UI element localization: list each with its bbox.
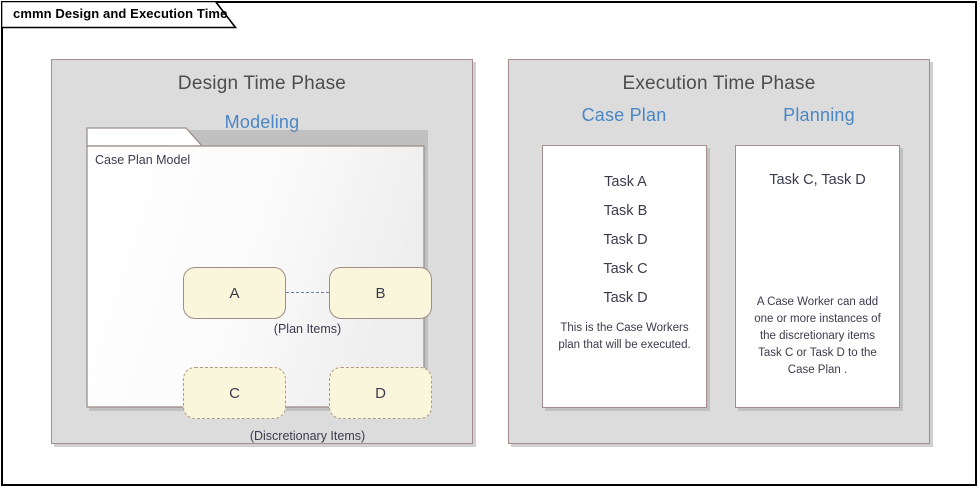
plan-items-caption: (Plan Items) [273, 322, 342, 336]
title-tab-shape [1, 1, 237, 29]
execution-phase-title: Execution Time Phase [622, 73, 816, 94]
plan-item-task-a[interactable]: A [183, 267, 286, 319]
planning-box: Task C, Task D A Case Worker can add one… [735, 145, 900, 408]
modeling-heading: Modeling [224, 112, 300, 132]
plan-item-task-b[interactable]: B [329, 267, 432, 319]
discretionary-item-task-d[interactable]: D [329, 367, 432, 419]
case-plan-model-label: Case Plan Model [95, 153, 191, 167]
list-item: Task C [603, 261, 648, 277]
design-time-phase-panel: Design Time Phase Modeling Case Plan Mod… [51, 59, 473, 444]
list-item: Task A [604, 174, 647, 190]
planning-items: Task C, Task D [769, 172, 866, 188]
case-plan-heading: Case Plan [581, 105, 667, 125]
design-phase-title: Design Time Phase [177, 73, 347, 94]
list-item: Task B [603, 203, 648, 219]
case-plan-box: Task A Task B Task D Task C Task D This … [542, 145, 707, 408]
case-plan-note: This is the Case Workers plan that will … [558, 322, 691, 351]
case-plan-task-list: Task A Task B Task D Task C Task D [543, 168, 706, 313]
execution-time-phase-panel: Execution Time Phase Case Plan Planning … [508, 59, 930, 444]
planning-heading: Planning [783, 105, 855, 125]
list-item: Task D [603, 232, 648, 248]
list-item: Task D [603, 290, 648, 306]
discretionary-item-task-c[interactable]: C [183, 367, 286, 419]
planning-note: A Case Worker can add one or more instan… [754, 296, 881, 376]
diagram-title-tab: cmmn Design and Execution Time [1, 1, 237, 29]
diagram-title-label: cmmn Design and Execution Time [13, 6, 228, 21]
plan-item-connector [286, 292, 329, 293]
discretionary-items-caption: (Discretionary Items) [249, 429, 366, 443]
